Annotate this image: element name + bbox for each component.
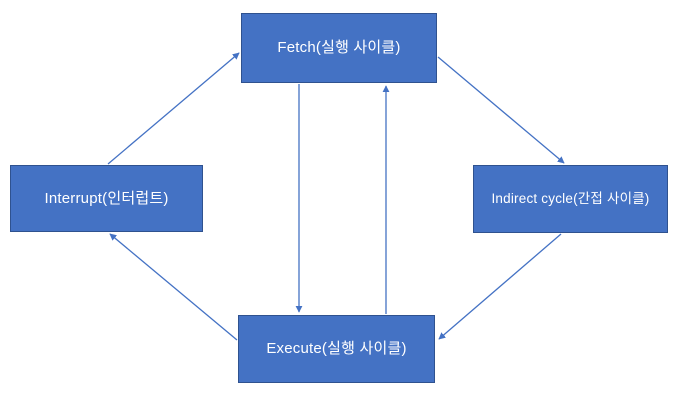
node-interrupt-label: Interrupt(인터럽트) [44,189,169,207]
node-interrupt: Interrupt(인터럽트) [10,165,203,232]
edge-execute-to-interrupt [109,233,238,341]
edge-interrupt-to-fetch [107,52,240,165]
node-indirect-cycle-label: Indirect cycle(간접 사이클) [491,190,650,206]
edge-fetch-to-indirect [437,56,565,164]
edge-indirect-to-execute [438,233,562,340]
node-fetch: Fetch(실행 사이클) [241,13,437,83]
node-execute: Execute(실행 사이클) [238,315,435,383]
node-fetch-label: Fetch(실행 사이클) [277,39,401,56]
node-indirect-cycle: Indirect cycle(간접 사이클) [473,165,668,233]
node-execute-label: Execute(실행 사이클) [266,340,407,357]
